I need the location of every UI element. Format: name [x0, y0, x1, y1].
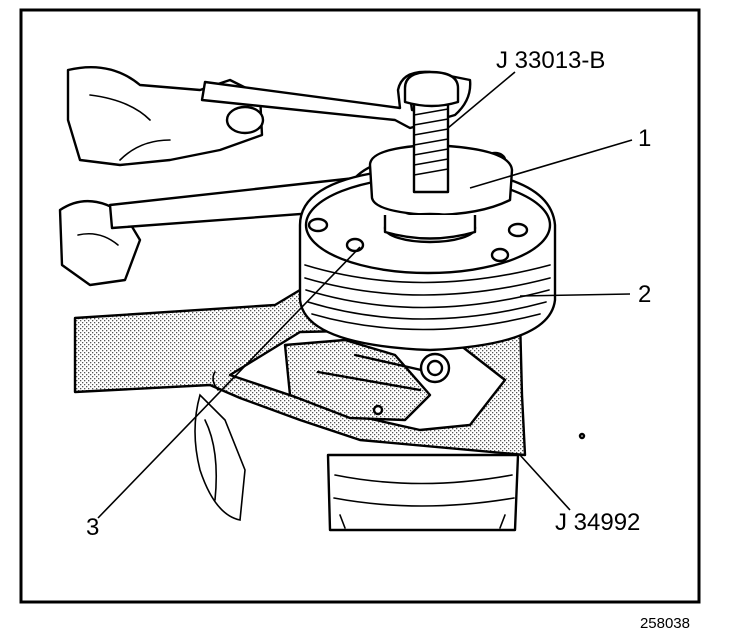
leader-lines [97, 71, 633, 519]
leader-tool-bottom [519, 454, 571, 511]
leader-part-1 [469, 139, 633, 189]
callout-part-3: 3 [86, 514, 99, 541]
callout-tool-top: J 33013-B [496, 47, 605, 74]
callout-part-1: 1 [638, 125, 651, 152]
figure-frame [19, 8, 701, 604]
callout-tool-bottom: J 34992 [555, 509, 640, 536]
leader-tool-top [447, 71, 516, 129]
callout-part-2: 2 [638, 281, 651, 308]
clutch-pulley-assembly [298, 151, 557, 352]
forcing-screw-j33013b [403, 70, 460, 194]
compressor-body [326, 453, 520, 532]
figure-number: 258038 [640, 615, 690, 632]
leader-part-2 [519, 293, 631, 297]
leader-part-3 [97, 246, 361, 519]
